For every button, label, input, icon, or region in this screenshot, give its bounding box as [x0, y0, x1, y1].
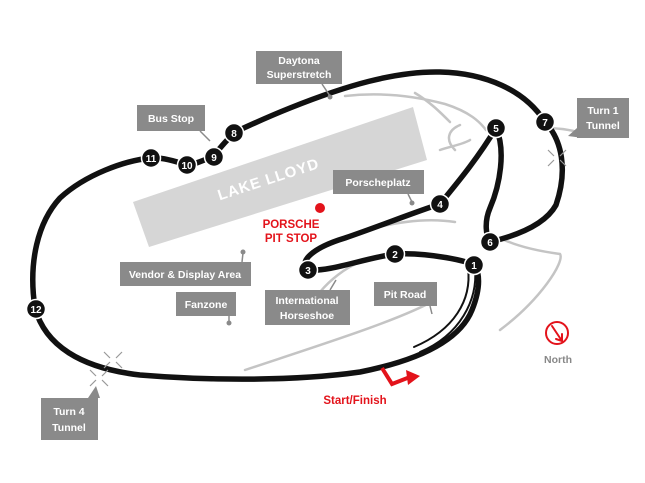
turn1-tunnel-line2: Tunnel: [586, 120, 620, 132]
bus-stop-text: Bus Stop: [148, 113, 194, 125]
turn-marker-7: 7: [534, 111, 556, 133]
label-turn4-tunnel: Turn 4 Tunnel: [41, 386, 100, 440]
turn4-tunnel-line1: Turn 4: [53, 406, 84, 418]
label-vendor-display: Vendor & Display Area: [120, 249, 251, 286]
turn-marker-6: 6: [479, 231, 501, 253]
label-fanzone: Fanzone: [176, 292, 236, 326]
turn4-tunnel-line2: Tunnel: [52, 422, 86, 434]
label-bus-stop: Bus Stop: [137, 105, 211, 142]
international-horseshoe-line1: International: [275, 295, 338, 307]
turn-marker-4: 4: [429, 193, 451, 215]
turn-marker-8: 8: [223, 122, 245, 144]
turn-marker-2: 2: [384, 243, 406, 265]
start-finish: Start/Finish: [323, 366, 420, 407]
turn-marker-1: 1: [463, 254, 485, 276]
turn-number: 6: [487, 238, 493, 249]
turn-number: 3: [305, 266, 311, 277]
label-pit-road: Pit Road: [374, 282, 437, 315]
turn-marker-10: 10: [176, 154, 198, 176]
turn-number: 4: [437, 200, 443, 211]
label-international-horseshoe: International Horseshoe: [265, 279, 350, 325]
international-horseshoe-line2: Horseshoe: [280, 310, 334, 322]
tunnel-markers: [89, 149, 567, 387]
turn-markers: 1 2 3 4 5 6 7 8: [25, 111, 556, 320]
label-turn1-tunnel: Turn 1 Tunnel: [568, 98, 629, 138]
turn-number: 9: [211, 153, 217, 164]
label-daytona-superstretch: Daytona Superstretch: [256, 51, 342, 100]
turn-number: 7: [542, 118, 548, 129]
turn-number: 2: [392, 250, 398, 261]
porsche-pit-stop-line1: PORSCHE: [263, 219, 320, 231]
porsche-pit-stop-line2: PIT STOP: [265, 233, 318, 245]
turn-number: 8: [231, 129, 237, 140]
turn-number: 11: [146, 154, 157, 165]
daytona-superstretch-line2: Superstretch: [267, 69, 332, 81]
turn-number: 1: [471, 261, 477, 272]
north-label: North: [544, 354, 572, 366]
turn-number: 10: [181, 161, 193, 172]
pit-road-text: Pit Road: [384, 289, 427, 301]
turn-marker-12: 12: [25, 298, 47, 320]
pit-stop-marker-icon: [315, 203, 325, 213]
daytona-superstretch-line1: Daytona: [278, 55, 320, 67]
north-indicator: North: [544, 321, 572, 366]
label-porscheplatz: Porscheplatz: [333, 170, 424, 206]
turn-marker-9: 9: [203, 146, 225, 168]
vendor-display-text: Vendor & Display Area: [129, 269, 241, 281]
turn1-tunnel-line1: Turn 1: [587, 105, 618, 117]
turn-marker-3: 3: [297, 259, 319, 281]
start-finish-arrow-icon: [380, 366, 411, 387]
porsche-pit-stop: PORSCHE PIT STOP: [263, 203, 325, 245]
porscheplatz-text: Porscheplatz: [345, 177, 410, 189]
turn-marker-11: 11: [140, 147, 162, 169]
start-finish-text: Start/Finish: [323, 395, 386, 407]
compass-arrow-icon: [545, 321, 569, 345]
turn-marker-5: 5: [485, 117, 507, 139]
turn-number: 5: [493, 124, 499, 135]
turn-number: 12: [30, 305, 42, 316]
fanzone-text: Fanzone: [185, 299, 228, 311]
race-track: [30, 69, 565, 382]
